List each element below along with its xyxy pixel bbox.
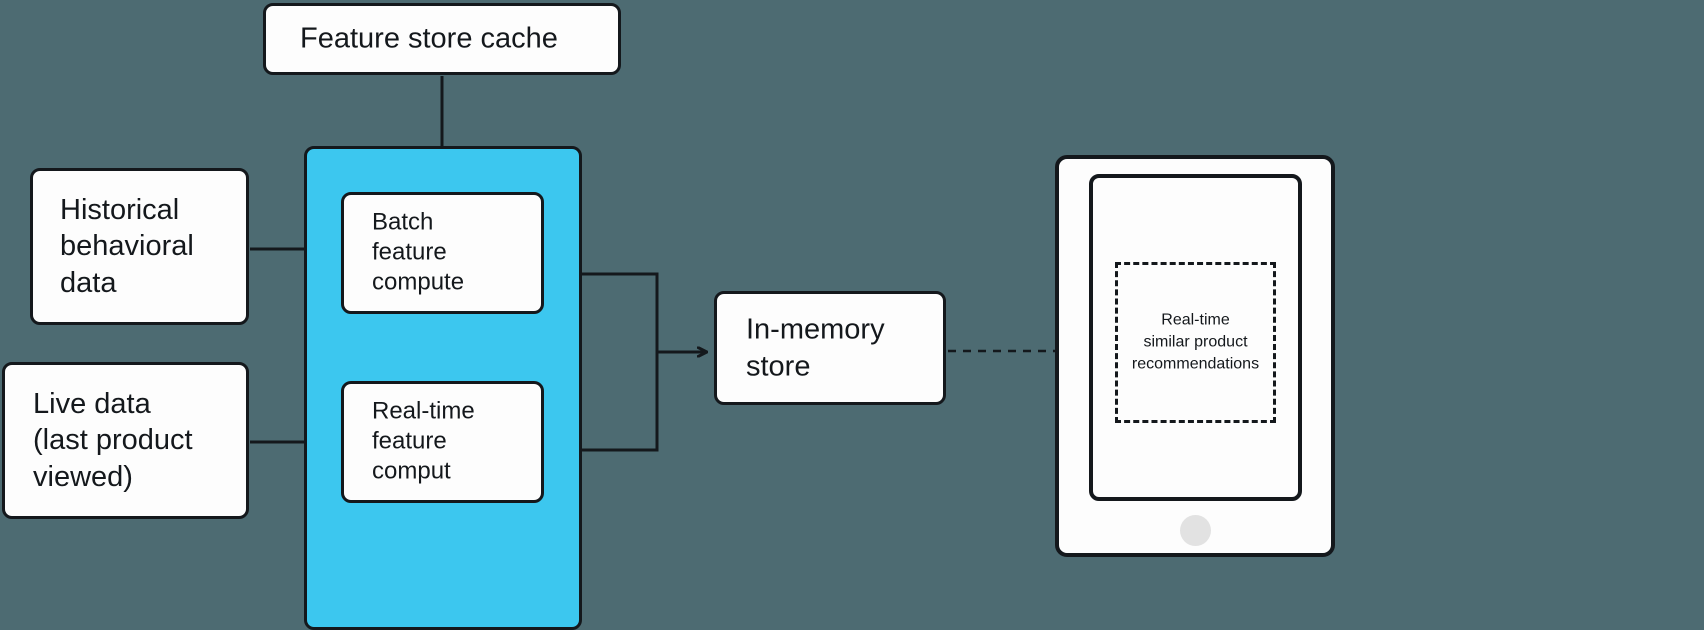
- live-data-label: Live data (last product viewed): [33, 387, 193, 493]
- recommendation-panel[interactable]: Real-time similar product recommendation…: [1115, 262, 1276, 423]
- connector-batch-to-bus: [546, 272, 659, 452]
- feature-store-cache-label: Feature store cache: [300, 22, 558, 55]
- node-historical-behavioral-data[interactable]: Historical behavioral data: [30, 168, 249, 325]
- node-feature-store-cache[interactable]: Feature store cache: [263, 3, 621, 75]
- recommendation-panel-label: Real-time similar product recommendation…: [1131, 310, 1260, 373]
- in-memory-store-label: In-memory store: [746, 313, 885, 382]
- node-batch-feature-compute[interactable]: Batch feature compute: [341, 192, 544, 314]
- node-live-data[interactable]: Live data (last product viewed): [2, 362, 249, 519]
- node-realtime-feature-compute[interactable]: Real-time feature comput: [341, 381, 544, 503]
- node-in-memory-store[interactable]: In-memory store: [714, 291, 946, 405]
- realtime-feature-compute-label: Real-time feature comput: [372, 397, 475, 486]
- batch-feature-compute-label: Batch feature compute: [372, 208, 465, 297]
- historical-behavioral-data-label: Historical behavioral data: [60, 193, 194, 299]
- phone-home-button[interactable]: [1180, 515, 1211, 546]
- phone-screen[interactable]: [1089, 174, 1302, 501]
